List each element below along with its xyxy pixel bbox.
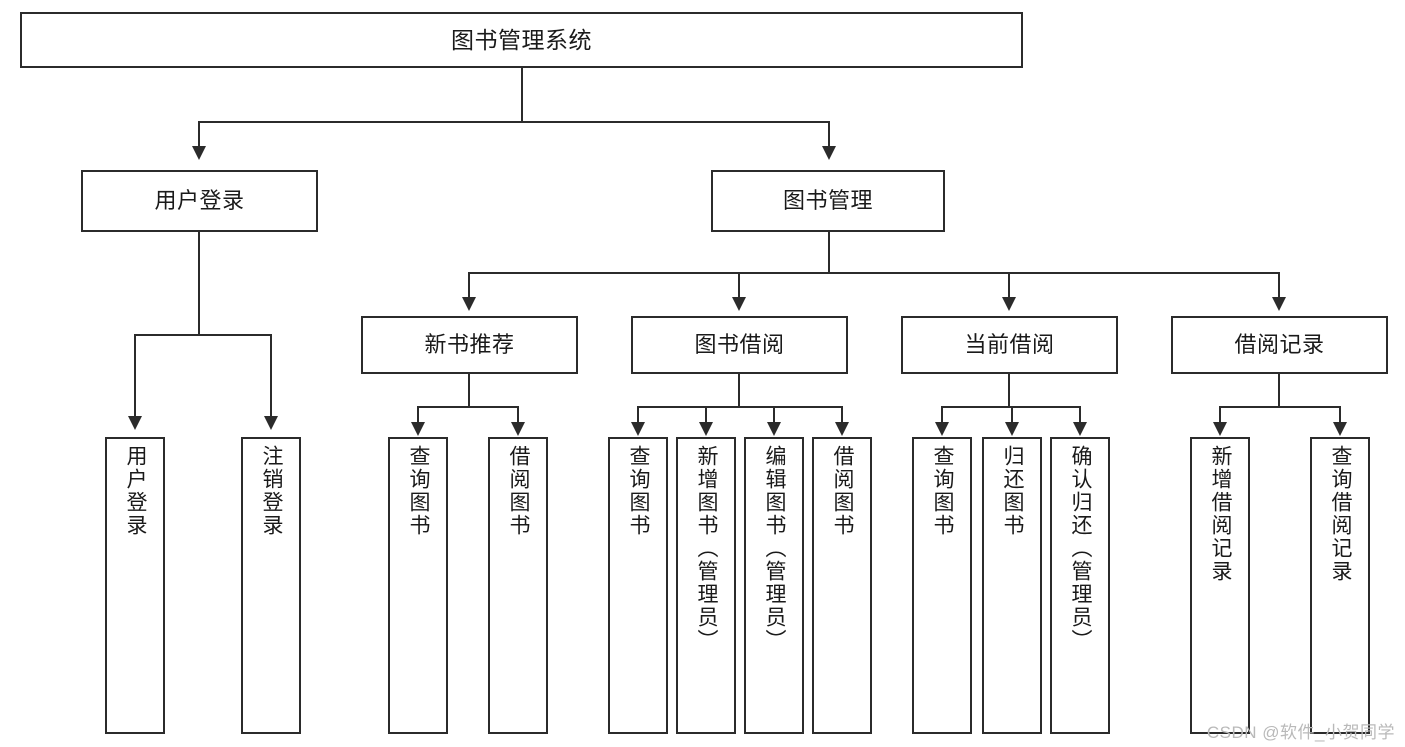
node-label: 图书借阅 xyxy=(694,331,785,357)
connector-current-borrow-stem xyxy=(1008,374,1010,407)
leaf-borrow-record-add-record[interactable]: 新增借阅记录 xyxy=(1190,437,1250,734)
node-label: 当前借阅 xyxy=(964,331,1055,357)
connector-new-book-recommend-stem xyxy=(468,374,470,407)
arrowhead-root-to-user-login xyxy=(192,146,206,160)
arrowhead-current-borrow-child-1 xyxy=(935,422,949,436)
node-label: 借阅图书 xyxy=(507,445,531,537)
node-book-management-system[interactable]: 图书管理系统 xyxy=(20,12,1023,68)
node-label: 查询图书 xyxy=(407,445,431,537)
arrowhead-book-borrow-child-4 xyxy=(835,422,849,436)
connector-root-stem xyxy=(521,68,523,122)
arrowhead-to-current-borrow xyxy=(1002,297,1016,311)
node-label: 编辑图书（管理员） xyxy=(763,445,787,652)
connector-root-bar xyxy=(198,121,830,123)
leaf-current-borrow-return-book[interactable]: 归还图书 xyxy=(982,437,1042,734)
node-label: 借阅图书 xyxy=(831,445,855,537)
arrowhead-to-new-book-recommend xyxy=(462,297,476,311)
connector-book-borrow-child-2 xyxy=(705,406,707,424)
connector-borrow-record-child-1 xyxy=(1219,406,1221,424)
node-label: 新书推荐 xyxy=(424,331,515,357)
node-label: 归还图书 xyxy=(1001,445,1025,537)
leaf-user-login-logout[interactable]: 注销登录 xyxy=(241,437,301,734)
connector-book-borrow-child-1 xyxy=(637,406,639,424)
connector-book-borrow-child-3 xyxy=(773,406,775,424)
arrowhead-current-borrow-child-2 xyxy=(1005,422,1019,436)
connector-user-login-child-1 xyxy=(134,334,136,418)
node-label: 图书管理 xyxy=(782,187,873,213)
leaf-user-login-login[interactable]: 用户登录 xyxy=(105,437,165,734)
connector-current-borrow-child-2 xyxy=(1011,406,1013,424)
arrowhead-borrow-record-child-1 xyxy=(1213,422,1227,436)
arrowhead-borrow-record-child-2 xyxy=(1333,422,1347,436)
node-book-management[interactable]: 图书管理 xyxy=(711,170,945,232)
node-label: 查询图书 xyxy=(627,445,651,537)
connector-borrow-record-stem xyxy=(1278,374,1280,407)
connector-book-management-stem xyxy=(828,232,830,273)
connector-user-login-stem xyxy=(198,232,200,335)
connector-user-login-bar xyxy=(134,334,270,336)
leaf-new-book-query-book[interactable]: 查询图书 xyxy=(388,437,448,734)
connector-borrow-record-bar xyxy=(1219,406,1341,408)
node-current-borrow[interactable]: 当前借阅 xyxy=(901,316,1118,374)
connector-user-login-child-2 xyxy=(270,334,272,418)
connector-new-book-recommend-bar xyxy=(417,406,519,408)
arrowhead-book-borrow-child-3 xyxy=(767,422,781,436)
arrowhead-book-borrow-child-1 xyxy=(631,422,645,436)
connector-current-borrow-bar xyxy=(941,406,1079,408)
arrowhead-root-to-book-management xyxy=(822,146,836,160)
node-label: 用户登录 xyxy=(124,445,148,537)
node-label: 查询图书 xyxy=(931,445,955,537)
connector-to-book-borrow xyxy=(738,272,740,299)
arrowhead-new-book-recommend-child-1 xyxy=(411,422,425,436)
connector-to-new-book-recommend xyxy=(468,272,470,299)
arrowhead-user-login-child-2 xyxy=(264,416,278,430)
leaf-new-book-borrow-book[interactable]: 借阅图书 xyxy=(488,437,548,734)
arrowhead-new-book-recommend-child-2 xyxy=(511,422,525,436)
node-label: 新增图书（管理员） xyxy=(695,445,719,652)
connector-new-book-recommend-child-1 xyxy=(417,406,419,424)
node-book-borrow[interactable]: 图书借阅 xyxy=(631,316,848,374)
leaf-current-borrow-query-book[interactable]: 查询图书 xyxy=(912,437,972,734)
connector-root-to-user-login xyxy=(198,121,200,148)
connector-to-current-borrow xyxy=(1008,272,1010,299)
node-user-login[interactable]: 用户登录 xyxy=(81,170,318,232)
connector-book-borrow-child-4 xyxy=(841,406,843,424)
connector-to-borrow-record xyxy=(1278,272,1280,299)
connector-borrow-record-child-2 xyxy=(1339,406,1341,424)
node-label: 查询借阅记录 xyxy=(1329,445,1353,583)
node-new-book-recommend[interactable]: 新书推荐 xyxy=(361,316,578,374)
node-label: 用户登录 xyxy=(154,187,245,213)
connector-current-borrow-child-1 xyxy=(941,406,943,424)
connector-current-borrow-child-3 xyxy=(1079,406,1081,424)
leaf-current-borrow-confirm-return[interactable]: 确认归还（管理员） xyxy=(1050,437,1110,734)
connector-book-borrow-bar xyxy=(637,406,843,408)
node-label: 借阅记录 xyxy=(1234,331,1325,357)
arrowhead-to-borrow-record xyxy=(1272,297,1286,311)
leaf-book-borrow-add-book[interactable]: 新增图书（管理员） xyxy=(676,437,736,734)
connector-root-to-book-management xyxy=(828,121,830,148)
arrowhead-to-book-borrow xyxy=(732,297,746,311)
node-label: 注销登录 xyxy=(260,445,284,537)
arrowhead-book-borrow-child-2 xyxy=(699,422,713,436)
arrowhead-user-login-child-1 xyxy=(128,416,142,430)
leaf-book-borrow-borrow-book[interactable]: 借阅图书 xyxy=(812,437,872,734)
connector-level3-bar xyxy=(468,272,1280,274)
leaf-borrow-record-query-record[interactable]: 查询借阅记录 xyxy=(1310,437,1370,734)
leaf-book-borrow-edit-book[interactable]: 编辑图书（管理员） xyxy=(744,437,804,734)
connector-new-book-recommend-child-2 xyxy=(517,406,519,424)
arrowhead-current-borrow-child-3 xyxy=(1073,422,1087,436)
connector-book-borrow-stem xyxy=(738,374,740,407)
node-borrow-record[interactable]: 借阅记录 xyxy=(1171,316,1388,374)
node-label: 新增借阅记录 xyxy=(1209,445,1233,583)
node-label: 确认归还（管理员） xyxy=(1069,445,1093,652)
node-label: 图书管理系统 xyxy=(451,26,592,53)
leaf-book-borrow-query-book[interactable]: 查询图书 xyxy=(608,437,668,734)
